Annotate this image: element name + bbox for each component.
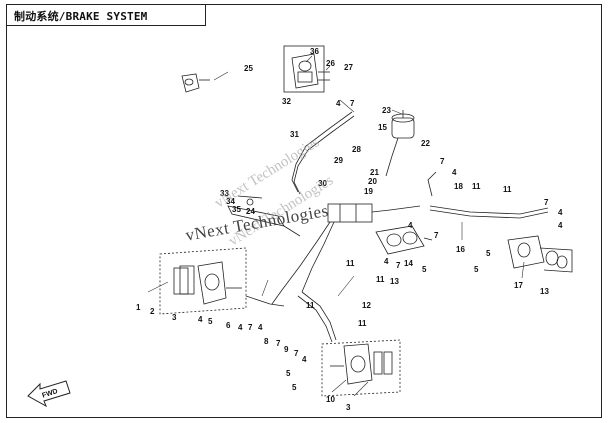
diagram-title: 制动系统/BRAKE SYSTEM xyxy=(14,10,148,23)
callout-10: 10 xyxy=(326,395,335,404)
callout-5b: 5 xyxy=(474,265,479,274)
callout-26: 26 xyxy=(326,59,335,68)
callout-22: 22 xyxy=(421,139,430,148)
brake-pedal-assembly xyxy=(227,195,301,237)
callout-11a: 11 xyxy=(472,182,481,191)
brake-line-18 xyxy=(427,171,549,219)
callout-23: 23 xyxy=(382,106,391,115)
callout-13a: 13 xyxy=(540,287,549,296)
callout-32: 32 xyxy=(282,97,291,106)
brake-splitter-block xyxy=(271,203,421,305)
callout-7g: 7 xyxy=(276,339,281,348)
callout-4g: 4 xyxy=(198,315,203,324)
callout-5c: 5 xyxy=(422,265,427,274)
fwd-arrow xyxy=(27,380,71,408)
callout-4j: 4 xyxy=(302,355,307,364)
callout-7: 7 xyxy=(350,99,355,108)
callout-11c: 11 xyxy=(376,275,385,284)
callout-35: 35 xyxy=(232,205,241,214)
callout-28: 28 xyxy=(352,145,361,154)
callout-31: 31 xyxy=(290,130,299,139)
callout-11d: 11 xyxy=(346,259,355,268)
callout-7e: 7 xyxy=(396,261,401,270)
callout-29: 29 xyxy=(334,156,343,165)
diagram-frame xyxy=(6,4,602,418)
callout-4f: 4 xyxy=(384,257,389,266)
callout-36: 36 xyxy=(310,47,319,56)
callout-3a: 3 xyxy=(172,313,177,322)
callout-20: 20 xyxy=(368,177,377,186)
callout-4h: 4 xyxy=(238,323,243,332)
callout-12: 12 xyxy=(362,301,371,310)
callout-13b: 13 xyxy=(390,277,399,286)
rear-right-caliper xyxy=(507,235,573,273)
callout-4i: 4 xyxy=(258,323,263,332)
callout-15: 15 xyxy=(378,123,387,132)
callout-4b: 4 xyxy=(452,168,457,177)
callout-labels: 25 36 26 27 32 4 7 23 15 22 31 28 29 21 … xyxy=(41,47,563,412)
callout-24: 24 xyxy=(246,207,255,216)
callout-7d: 7 xyxy=(434,231,439,240)
callout-18: 18 xyxy=(454,182,463,191)
callout-17: 17 xyxy=(514,281,523,290)
leader-lines xyxy=(147,55,525,397)
component-outlines xyxy=(27,45,573,408)
reservoir-23 xyxy=(385,110,415,177)
callout-34: 34 xyxy=(226,197,235,206)
callout-5e: 5 xyxy=(286,369,291,378)
callout-16: 16 xyxy=(456,245,465,254)
callout-11e: 11 xyxy=(358,319,367,328)
callout-4d: 4 xyxy=(558,221,563,230)
callout-4c: 4 xyxy=(558,208,563,217)
fwd-label: FWD xyxy=(41,388,58,400)
front-left-caliper xyxy=(159,247,247,315)
callout-7c: 7 xyxy=(544,198,549,207)
callout-7f: 7 xyxy=(248,323,253,332)
callout-21: 21 xyxy=(370,168,379,177)
callout-3b: 3 xyxy=(346,403,351,412)
lower-brake-line xyxy=(245,291,337,343)
callout-5d: 5 xyxy=(208,317,213,326)
callout-19: 19 xyxy=(364,187,373,196)
right-front-caliper xyxy=(375,225,433,255)
master-cylinder-rear xyxy=(283,45,330,93)
callout-2: 2 xyxy=(150,307,155,316)
callout-4e: 4 xyxy=(408,221,413,230)
callout-30: 30 xyxy=(318,179,327,188)
callout-7h: 7 xyxy=(294,349,299,358)
rear-left-caliper xyxy=(321,339,401,397)
part-25-fitting xyxy=(181,73,210,93)
callout-11b: 11 xyxy=(503,185,512,194)
callout-8: 8 xyxy=(264,337,269,346)
callout-11f: 11 xyxy=(306,301,315,310)
callout-7b: 7 xyxy=(440,157,445,166)
callout-5f: 5 xyxy=(292,383,297,392)
callout-1: 1 xyxy=(136,303,141,312)
callout-9: 9 xyxy=(284,345,289,354)
callout-25: 25 xyxy=(244,64,253,73)
callout-33: 33 xyxy=(220,189,229,198)
callout-14: 14 xyxy=(404,259,413,268)
callout-5a: 5 xyxy=(486,249,491,258)
callout-27: 27 xyxy=(344,63,353,72)
callout-4: 4 xyxy=(336,99,341,108)
title-box xyxy=(6,4,206,26)
callout-6: 6 xyxy=(226,321,231,330)
brake-line-31 xyxy=(291,111,355,195)
